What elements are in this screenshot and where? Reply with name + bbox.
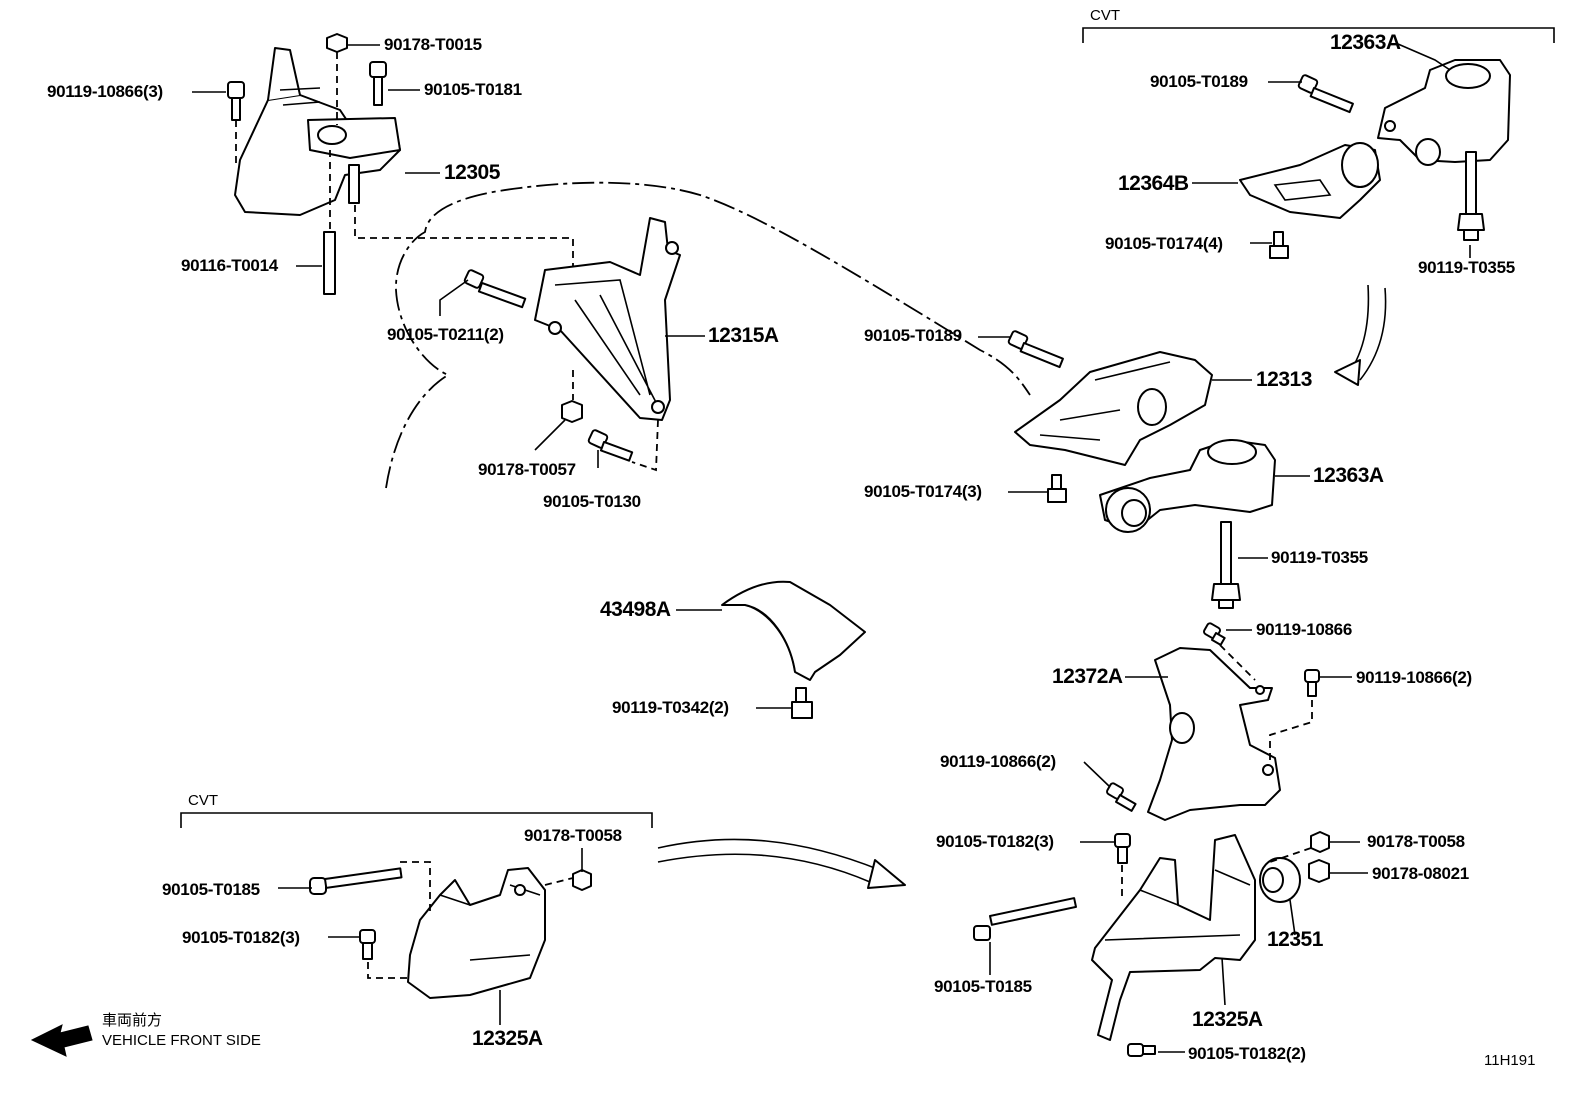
cvt-bracket-bottom — [180, 812, 653, 828]
part-label-12325A-right: 12325A — [1192, 1008, 1263, 1031]
cvt-bracket-top — [1082, 27, 1555, 43]
part-label-12313: 12313 — [1256, 368, 1312, 391]
part-label-90178-08021: 90178-08021 — [1372, 864, 1469, 883]
part-label-90119-10866: 90119-10866 — [1256, 620, 1352, 639]
part-label-90105-T0185-right: 90105-T0185 — [934, 977, 1032, 996]
bolts-top-right — [1269, 74, 1485, 259]
part-label-90105-T0174-4: 90105-T0174(4) — [1105, 234, 1223, 253]
mount-12325A-right — [1091, 834, 1256, 1041]
vehicle-front-side-label: VEHICLE FRONT SIDE — [102, 1032, 261, 1049]
bolts-12313 — [1007, 330, 1067, 503]
part-label-12305: 12305 — [444, 161, 500, 184]
part-label-90116-T0014: 90116-T0014 — [181, 256, 278, 275]
figure-id: 11H191 — [1484, 1052, 1536, 1069]
direction-arrow-bottom — [657, 838, 881, 883]
bracket-12364B — [1239, 142, 1381, 219]
part-label-90105-T0211-2: 90105-T0211(2) — [387, 325, 504, 344]
mount-12305 — [234, 47, 401, 216]
part-label-90105-T0182-3-right: 90105-T0182(3) — [936, 832, 1054, 851]
cvt-group-label-bottom: CVT — [188, 792, 218, 809]
front-side-arrow-icon — [30, 1024, 93, 1057]
bolts-12372A — [1106, 622, 1320, 812]
part-label-90119-T0355-mid: 90119-T0355 — [1271, 548, 1368, 567]
engine-outline — [385, 181, 1031, 489]
part-label-43498A: 43498A — [600, 598, 671, 621]
part-label-90178-T0058-right: 90178-T0058 — [1367, 832, 1465, 851]
part-label-90178-T0015: 90178-T0015 — [384, 35, 482, 54]
bracket-12313 — [1014, 351, 1213, 466]
part-label-90105-T0181: 90105-T0181 — [424, 80, 522, 99]
bolts-12315A — [463, 269, 634, 462]
bracket-12315A — [534, 217, 681, 421]
bolts-12325A-right — [973, 831, 1330, 1057]
part-label-90119-T0342-2: 90119-T0342(2) — [612, 698, 729, 717]
leader-lines — [192, 43, 1471, 1053]
vehicle-front-japanese-label: 車両前方 — [102, 1012, 163, 1029]
part-label-90105-T0189-top: 90105-T0189 — [1150, 72, 1248, 91]
part-label-90178-T0057: 90178-T0057 — [478, 460, 576, 479]
part-label-90105-T0189-mid: 90105-T0189 — [864, 326, 962, 345]
bolt-90119-T0355-mid — [1211, 521, 1241, 609]
mount-12363A-mid — [1099, 439, 1276, 533]
part-label-90105-T0174-3: 90105-T0174(3) — [864, 482, 982, 501]
bushing-12351 — [1259, 857, 1301, 903]
part-label-12364B: 12364B — [1118, 172, 1189, 195]
part-label-90105-T0185-left: 90105-T0185 — [162, 880, 260, 899]
part-label-12372A: 12372A — [1052, 665, 1123, 688]
part-label-12351: 12351 — [1267, 928, 1323, 951]
part-label-12315A: 12315A — [708, 324, 779, 347]
part-label-90178-T0058-left: 90178-T0058 — [524, 826, 622, 845]
part-label-12363A-mid: 12363A — [1313, 464, 1384, 487]
part-label-90105-T0130: 90105-T0130 — [543, 492, 641, 511]
part-label-90119-10866-2-left: 90119-10866(2) — [940, 752, 1056, 771]
part-label-90119-T0355-top: 90119-T0355 — [1418, 258, 1515, 277]
mount-12325A-left — [407, 867, 546, 999]
bracket-12372A — [1147, 647, 1281, 821]
cvt-group-label-top: CVT — [1090, 7, 1120, 24]
part-label-12325A-left: 12325A — [472, 1027, 543, 1050]
part-label-90119-10866-2-right: 90119-10866(2) — [1356, 668, 1472, 687]
mount-12363A-top — [1377, 59, 1511, 166]
part-label-90105-T0182-2: 90105-T0182(2) — [1188, 1044, 1306, 1063]
part-label-90119-10866-3: 90119-10866(3) — [47, 82, 163, 101]
part-label-12363A-top: 12363A — [1330, 31, 1401, 54]
part-label-90105-T0182-3-left: 90105-T0182(3) — [182, 928, 300, 947]
shield-43498A — [721, 580, 866, 719]
